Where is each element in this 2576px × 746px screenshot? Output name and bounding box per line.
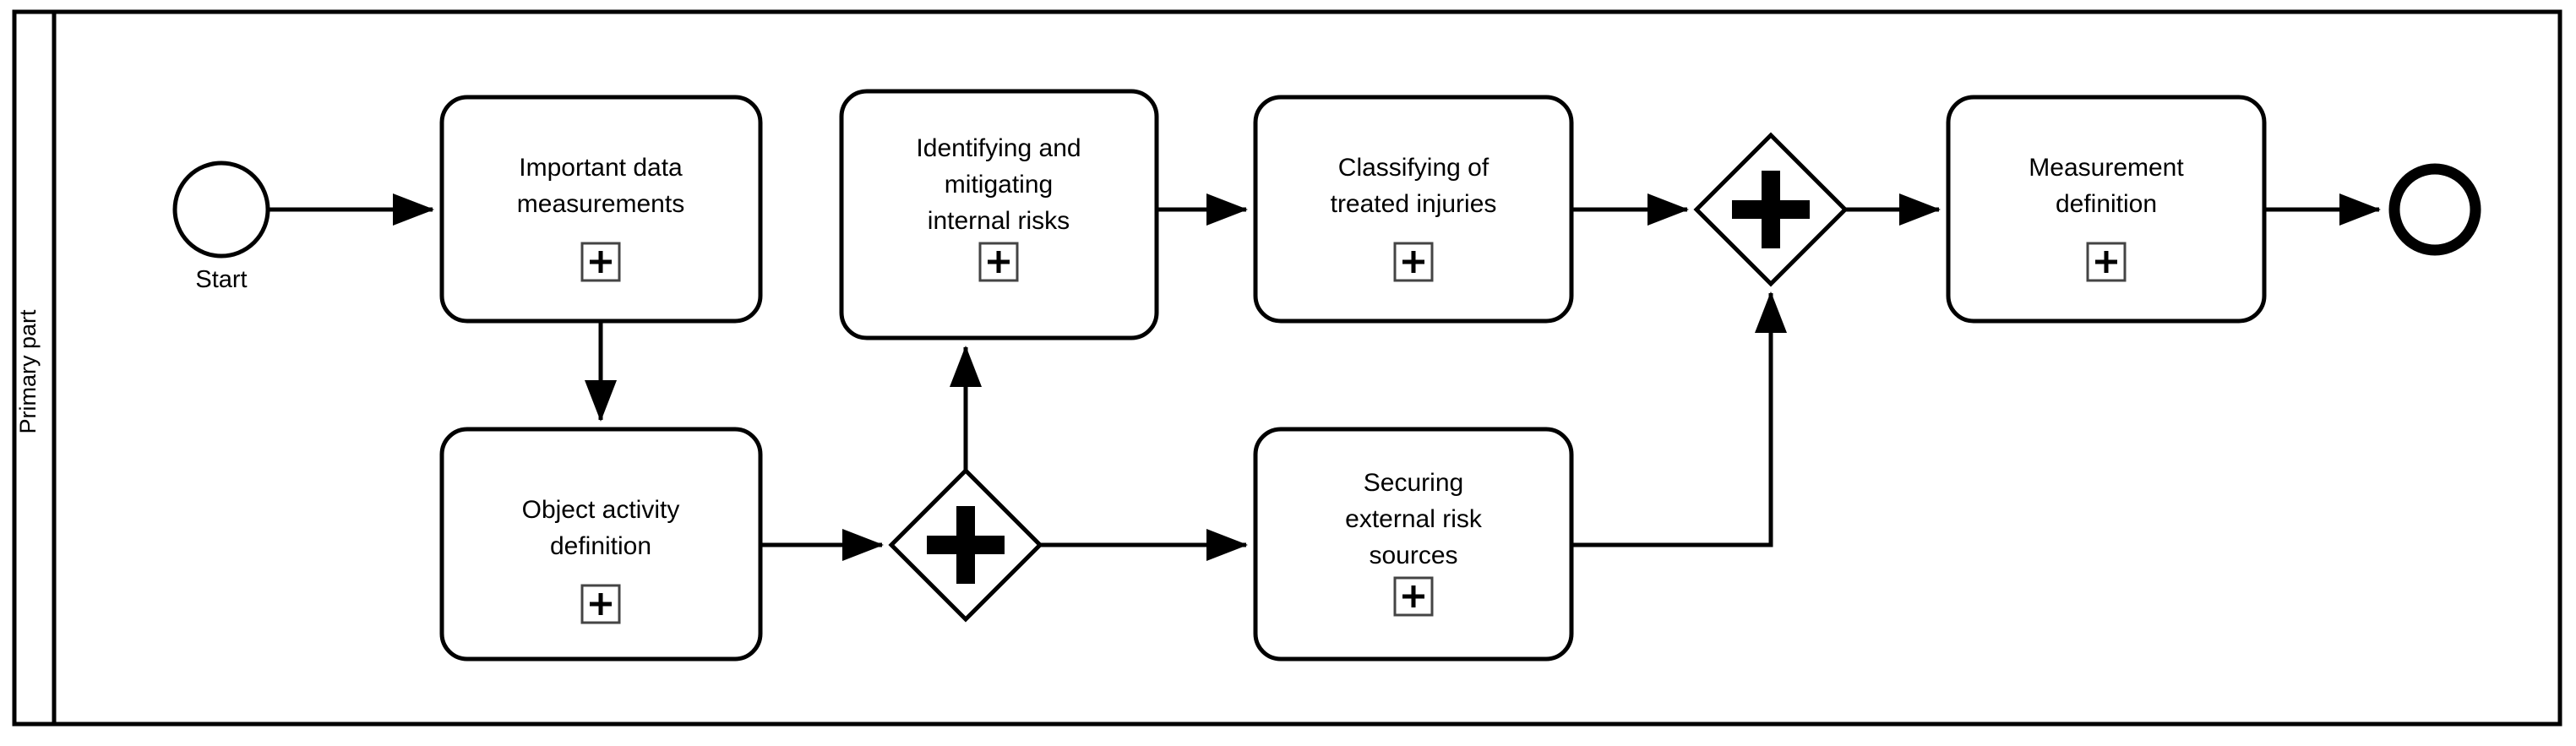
task-label-line-1: Securing xyxy=(1364,469,1463,497)
subprocess-plus-marker-icon[interactable] xyxy=(580,584,621,624)
task-label-line-1: Identifying and xyxy=(916,134,1081,162)
task-label-line-1: Object activity xyxy=(522,496,680,524)
parallel-split-gateway[interactable] xyxy=(888,467,1043,623)
task-label-line-2: measurements xyxy=(517,190,684,218)
parallel-join-gateway[interactable] xyxy=(1693,132,1849,287)
task-important-data-measurements[interactable]: Important data measurements xyxy=(439,95,763,324)
subprocess-plus-marker-icon[interactable] xyxy=(1393,576,1434,617)
task-label-line-2: mitigating xyxy=(945,171,1053,199)
task-measurement-definition[interactable]: Measurement definition xyxy=(1946,95,2267,324)
task-box[interactable] xyxy=(1253,95,1574,324)
task-label-line-1: Classifying of xyxy=(1338,154,1490,182)
task-classifying-of-treated-injuries[interactable]: Classifying of treated injuries xyxy=(1253,95,1574,324)
end-event[interactable] xyxy=(2388,163,2481,256)
lane-title-primary-part: Primary part xyxy=(15,309,41,434)
start-event-label: Start xyxy=(195,266,247,293)
task-label-line-2: treated injuries xyxy=(1331,190,1497,218)
task-label-line-2: definition xyxy=(550,532,651,560)
task-box[interactable] xyxy=(1946,95,2267,324)
task-box[interactable] xyxy=(839,89,1159,340)
subprocess-plus-marker-icon[interactable] xyxy=(1393,242,1434,282)
task-label-line-3: internal risks xyxy=(928,207,1070,235)
subprocess-plus-marker-icon[interactable] xyxy=(978,242,1019,282)
task-label-line-1: Measurement xyxy=(2029,154,2184,182)
task-label-line-2: external risk xyxy=(1345,505,1483,533)
start-event-circle[interactable] xyxy=(172,161,270,259)
plus-icon xyxy=(927,506,1005,584)
task-box[interactable] xyxy=(439,95,763,324)
subprocess-plus-marker-icon[interactable] xyxy=(2086,242,2127,282)
task-securing-external-risk-sources[interactable]: Securing external risk sources xyxy=(1253,427,1574,662)
pool-container: Primary part xyxy=(12,9,2562,727)
flow-securing-sources-to-join-gateway[interactable] xyxy=(1571,291,1788,547)
pool-frame xyxy=(12,9,2562,727)
plus-icon xyxy=(1732,171,1810,248)
task-identifying-mitigating-internal-risks[interactable]: Identifying and mitigating internal risk… xyxy=(839,89,1159,340)
end-event-circle[interactable] xyxy=(2388,163,2481,256)
start-event[interactable]: Start xyxy=(172,161,270,293)
task-box[interactable] xyxy=(439,427,763,662)
sequence-flows xyxy=(268,193,2382,562)
subprocess-plus-marker-icon[interactable] xyxy=(580,242,621,282)
task-object-activity-definition[interactable]: Object activity definition xyxy=(439,427,763,662)
task-label-line-1: Important data xyxy=(519,154,683,182)
task-label-line-3: sources xyxy=(1369,542,1457,569)
task-label-line-2: definition xyxy=(2056,190,2157,218)
task-box[interactable] xyxy=(1253,427,1574,662)
